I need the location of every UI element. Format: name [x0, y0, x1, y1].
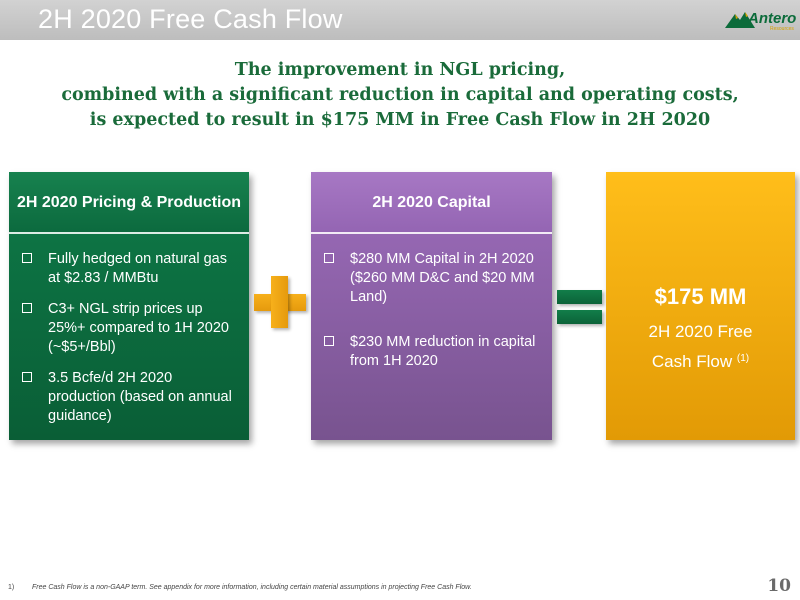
list-item: $280 MM Capital in 2H 2020 ($260 MM D&C … [320, 250, 544, 307]
footnote-reference: (1) [736, 353, 750, 364]
list-item: C3+ NGL strip prices up 25%+ compared to… [18, 300, 241, 357]
headline-line-3: is expected to result in $175 MM in Free… [89, 110, 711, 130]
equals-icon-lower [557, 310, 602, 324]
capital-box-header: 2H 2020 Capital [311, 172, 552, 234]
list-item: Fully hedged on natural gas at $2.83 / M… [18, 250, 241, 288]
fcf-value: $175 MM [654, 284, 747, 309]
fcf-label-line-2: Cash Flow (1) [606, 345, 795, 375]
fcf-label-line-1: 2H 2020 Free [648, 322, 753, 341]
checkbox-icon [324, 253, 334, 263]
bullet-text: C3+ NGL strip prices up 25%+ compared to… [48, 301, 229, 355]
fcf-label: 2H 2020 Free Cash Flow (1) [606, 318, 795, 375]
bullet-text: $230 MM reduction in capital from 1H 202… [350, 334, 536, 369]
checkbox-icon [22, 303, 32, 313]
headline-line-1: The improvement in NGL pricing, [234, 60, 566, 80]
pricing-box-header: 2H 2020 Pricing & Production [9, 172, 249, 234]
bullet-text: 3.5 Bcfe/d 2H 2020 production (based on … [48, 370, 232, 424]
page-number: 10 [767, 576, 791, 596]
footnote-number: 1) [8, 584, 15, 591]
footnote-text: Free Cash Flow is a non-GAAP term. See a… [32, 584, 472, 591]
bullet-text: Fully hedged on natural gas at $2.83 / M… [48, 251, 227, 286]
plus-icon-vertical [271, 276, 288, 328]
pricing-production-box: 2H 2020 Pricing & Production Fully hedge… [9, 172, 249, 440]
equals-icon [557, 290, 602, 304]
pricing-bullet-list: Fully hedged on natural gas at $2.83 / M… [18, 250, 241, 438]
logo-subtext: Resources [770, 26, 794, 32]
checkbox-icon [22, 253, 32, 263]
slide-header: 2H 2020 Free Cash Flow [0, 0, 800, 40]
headline: The improvement in NGL pricing, combined… [0, 58, 800, 133]
list-item: $230 MM reduction in capital from 1H 202… [320, 333, 544, 371]
checkbox-icon [324, 336, 334, 346]
capital-bullet-list: $280 MM Capital in 2H 2020 ($260 MM D&C … [320, 250, 544, 397]
checkbox-icon [22, 372, 32, 382]
list-item: 3.5 Bcfe/d 2H 2020 production (based on … [18, 369, 241, 426]
bullet-text: $280 MM Capital in 2H 2020 ($260 MM D&C … [350, 251, 535, 305]
slide-title: 2H 2020 Free Cash Flow [38, 4, 343, 34]
capital-box: 2H 2020 Capital $280 MM Capital in 2H 20… [311, 172, 552, 440]
headline-line-2: combined with a significant reduction in… [61, 85, 739, 105]
free-cash-flow-box: $175 MM 2H 2020 Free Cash Flow (1) [606, 172, 795, 440]
antero-logo-icon [725, 12, 755, 28]
logo-text: Antero [748, 10, 797, 27]
fcf-label-text: Cash Flow [651, 352, 733, 371]
